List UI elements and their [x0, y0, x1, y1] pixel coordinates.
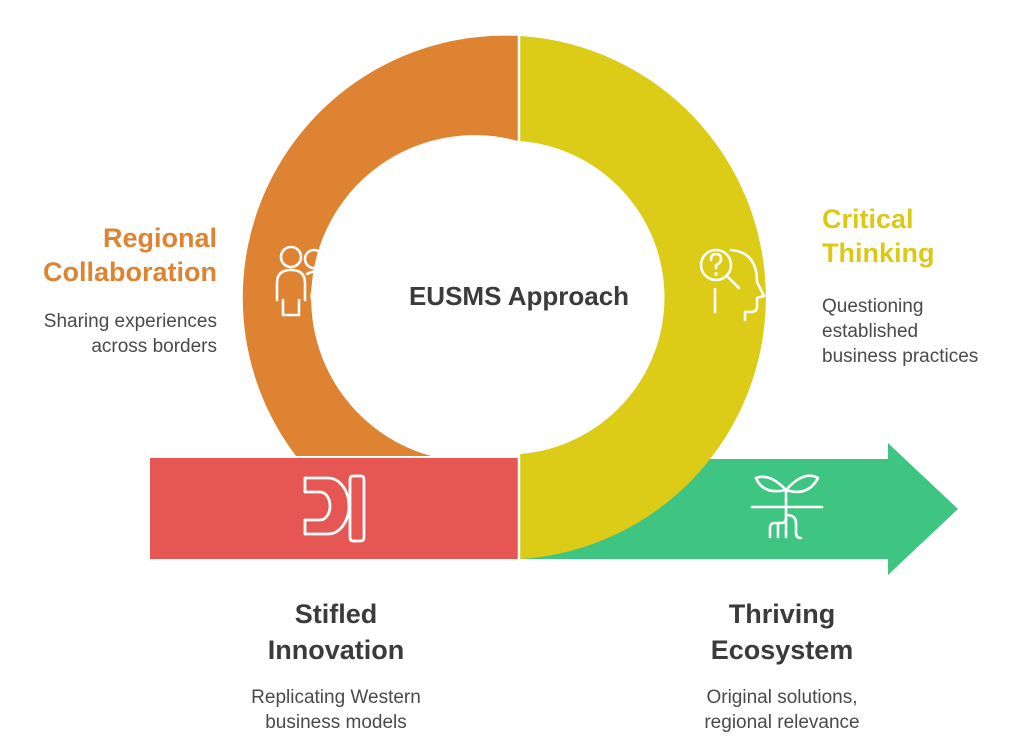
thriving-ecosystem-title-line1: Thriving	[728, 599, 836, 629]
center-label: EUSMS Approach	[408, 281, 630, 311]
copy-glyph-icon	[303, 474, 366, 543]
thriving-ecosystem-desc-line2: regional relevance	[704, 712, 860, 733]
regional-collaboration-title-line1: Regional	[102, 223, 217, 253]
thriving-ecosystem-title-line2: Ecosystem	[710, 635, 854, 665]
stifled-innovation-title-line1: Stifled	[294, 599, 378, 629]
critical-thinking-title-line1: Critical	[822, 204, 914, 234]
thriving-ecosystem-title: Thriving Ecosystem	[652, 596, 912, 668]
critical-thinking-desc-line3: business practices	[822, 346, 979, 367]
regional-collaboration-desc-line1: Sharing experiences	[43, 311, 217, 332]
critical-thinking-desc-line2: established	[822, 321, 919, 342]
stifled-innovation-desc-line1: Replicating Western	[251, 687, 421, 708]
regional-collaboration-title-line2: Collaboration	[43, 257, 217, 287]
critical-thinking-title: Critical Thinking	[822, 202, 934, 270]
regional-collaboration-segment	[242, 35, 518, 457]
critical-thinking-segment	[520, 36, 766, 559]
stifled-innovation-title-line2: Innovation	[267, 635, 405, 665]
people-sync-icon	[275, 245, 341, 319]
thriving-ecosystem-desc-line1: Original solutions,	[706, 687, 858, 708]
stifled-innovation-title: Stifled Innovation	[216, 596, 456, 668]
regional-collaboration-desc: Sharing experiences across borders	[44, 309, 217, 359]
critical-thinking-title-line2: Thinking	[822, 238, 935, 268]
thriving-ecosystem-desc: Original solutions, regional relevance	[652, 685, 912, 735]
stifled-innovation-bar	[150, 458, 518, 559]
regional-collaboration-desc-line2: across borders	[91, 336, 217, 357]
head-question-icon	[699, 248, 766, 322]
regional-collaboration-title: Regional Collaboration	[43, 221, 217, 289]
stifled-innovation-desc: Replicating Western business models	[206, 685, 466, 735]
critical-thinking-desc-line1: Questioning	[822, 296, 924, 317]
sprout-icon	[750, 474, 824, 540]
critical-thinking-desc: Questioning established business practic…	[822, 294, 978, 369]
stifled-innovation-desc-line2: business models	[265, 712, 407, 733]
